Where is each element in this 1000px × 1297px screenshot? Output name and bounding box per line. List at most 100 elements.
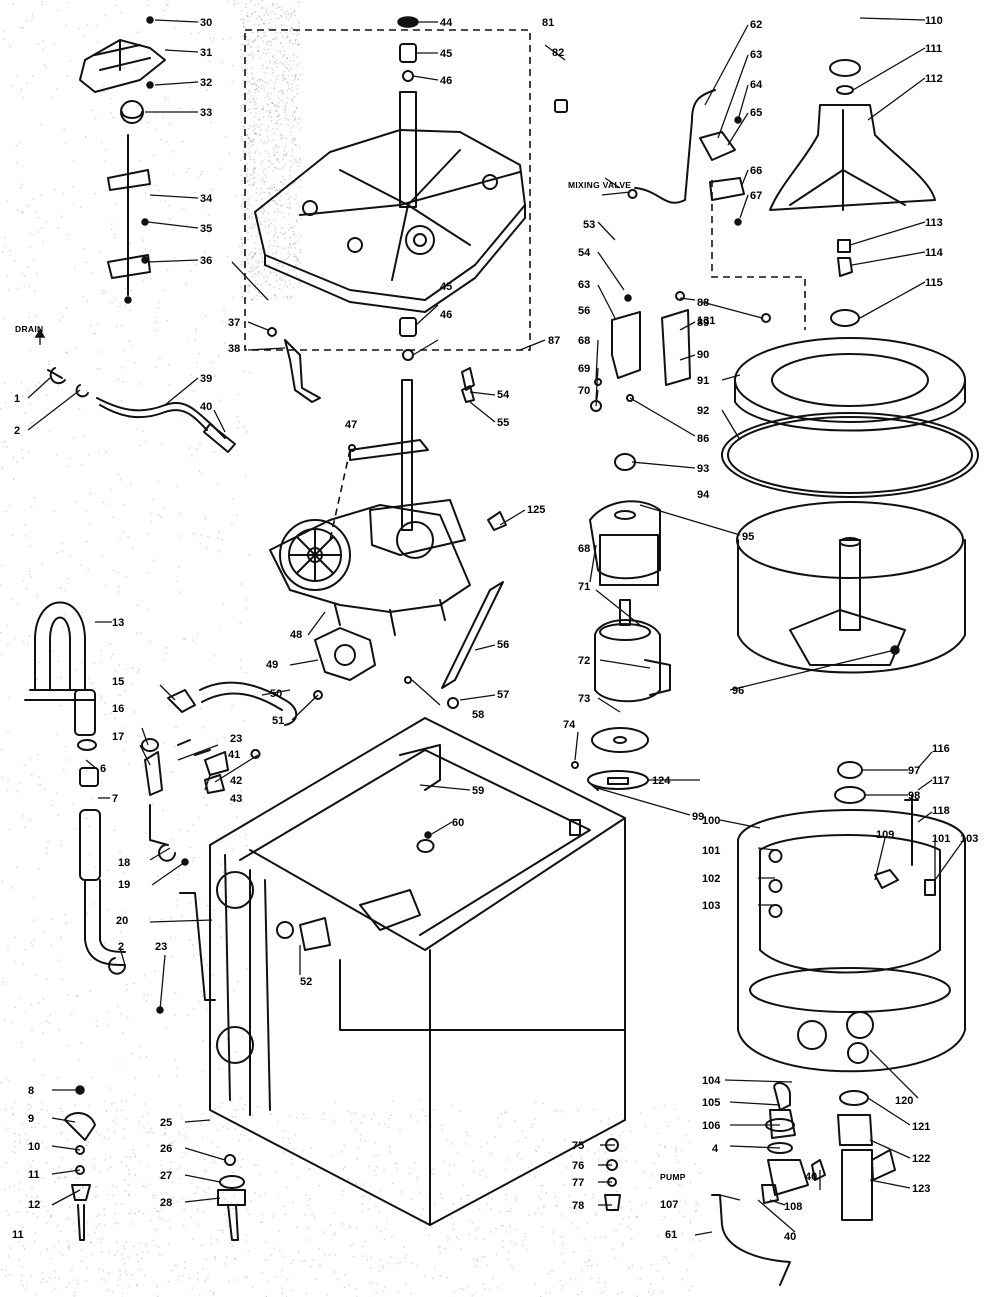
callout-56: 56	[578, 305, 590, 317]
callout-118: 118	[932, 805, 950, 817]
left-hoses	[24, 601, 298, 1241]
motor-assembly	[569, 500, 671, 836]
callout-122: 122	[912, 1153, 930, 1165]
callout-105: 105	[702, 1097, 720, 1109]
callout-39: 39	[200, 373, 212, 385]
callout-46: 46	[440, 75, 452, 87]
callout-70: 70	[578, 385, 590, 397]
callout-8: 8	[28, 1085, 34, 1097]
leader-lines	[27, 17, 966, 1236]
callout-87: 87	[548, 335, 560, 347]
callout-12: 12	[28, 1199, 40, 1211]
callout-58: 58	[472, 709, 484, 721]
callout-19: 19	[118, 879, 130, 891]
callout-54: 54	[497, 389, 510, 401]
callout-75: 75	[572, 1140, 584, 1152]
callout-57: 57	[497, 689, 509, 701]
callout-76: 76	[572, 1160, 584, 1172]
callout-45: 45	[440, 281, 452, 293]
callout-108: 108	[784, 1201, 802, 1213]
transmission	[269, 367, 507, 709]
callout-90: 90	[697, 349, 709, 361]
callout-102: 102	[702, 873, 720, 885]
callout-47: 47	[345, 419, 357, 431]
callout-45: 45	[440, 48, 452, 60]
callout-88: 88	[697, 297, 709, 309]
callout-103: 103	[702, 900, 720, 912]
callout-116: 116	[932, 743, 950, 755]
callout-99: 99	[692, 811, 704, 823]
callout-48: 48	[290, 629, 302, 641]
callout-95: 95	[742, 531, 754, 543]
callout-107: 107	[660, 1199, 678, 1211]
callout-49: 49	[266, 659, 278, 671]
callout-33: 33	[200, 107, 212, 119]
callout-63: 63	[578, 279, 590, 291]
callout-72: 72	[578, 655, 590, 667]
callout-68: 68	[578, 335, 590, 347]
callout-66: 66	[750, 165, 762, 177]
callout-103: 103	[960, 833, 978, 845]
callout-35: 35	[200, 223, 212, 235]
callout-94: 94	[697, 489, 710, 501]
callout-71: 71	[578, 581, 590, 593]
callout-69: 69	[578, 363, 590, 375]
callout-96: 96	[732, 685, 744, 697]
callout-98: 98	[908, 790, 920, 802]
callout-51: 51	[272, 715, 284, 727]
callout-26: 26	[160, 1143, 172, 1155]
callout-74: 74	[563, 719, 576, 731]
callout-13: 13	[112, 617, 124, 629]
callout-labels: 3031323334353637383940124445464546818287…	[12, 15, 978, 1243]
callout-60: 60	[452, 817, 464, 829]
callout-42: 42	[230, 775, 242, 787]
callout-44: 44	[440, 17, 453, 29]
callout-114: 114	[925, 247, 944, 259]
callout-131: 131	[697, 315, 715, 327]
callout-40: 40	[200, 401, 212, 413]
callout-91: 91	[697, 375, 709, 387]
callout-6: 6	[100, 763, 106, 775]
callout-2: 2	[14, 425, 20, 437]
callout-62: 62	[750, 19, 762, 31]
callout-7: 7	[112, 793, 118, 805]
callout-101: 101	[932, 833, 950, 845]
callout-68: 68	[578, 543, 590, 555]
callout-63: 63	[750, 49, 762, 61]
callout-32: 32	[200, 77, 212, 89]
callout-41: 41	[228, 749, 240, 761]
callout-4: 4	[712, 1143, 719, 1155]
callout-40: 40	[805, 1171, 817, 1183]
callout-101: 101	[702, 845, 720, 857]
callout-115: 115	[925, 277, 943, 289]
callout-111: 111	[925, 43, 942, 55]
callout-43: 43	[230, 793, 242, 805]
callout-36: 36	[200, 255, 212, 267]
callout-16: 16	[112, 703, 124, 715]
callout-92: 92	[697, 405, 709, 417]
callout-25: 25	[160, 1117, 172, 1129]
callout-61: 61	[665, 1229, 677, 1241]
callout-1: 1	[14, 393, 20, 405]
callout-106: 106	[702, 1120, 720, 1132]
callout-52: 52	[300, 976, 312, 988]
top-left-parts	[79, 16, 321, 403]
callout-64: 64	[750, 79, 763, 91]
callout-104: 104	[702, 1075, 721, 1087]
callout-53: 53	[583, 219, 595, 231]
callout-31: 31	[200, 47, 212, 59]
callout-121: 121	[912, 1121, 930, 1133]
callout-28: 28	[160, 1197, 172, 1209]
callout-17: 17	[112, 731, 124, 743]
callout-54: 54	[578, 247, 591, 259]
cabinet-frame	[209, 717, 626, 1241]
callout-77: 77	[572, 1177, 584, 1189]
callout-120: 120	[895, 1095, 913, 1107]
callout-30: 30	[200, 17, 212, 29]
callout-97: 97	[908, 765, 920, 777]
note-mixing-valve: MIXING VALVE	[568, 180, 631, 190]
callout-78: 78	[572, 1200, 584, 1212]
callout-100: 100	[702, 815, 720, 827]
callout-124: 124	[652, 775, 671, 787]
callout-110: 110	[925, 15, 943, 27]
